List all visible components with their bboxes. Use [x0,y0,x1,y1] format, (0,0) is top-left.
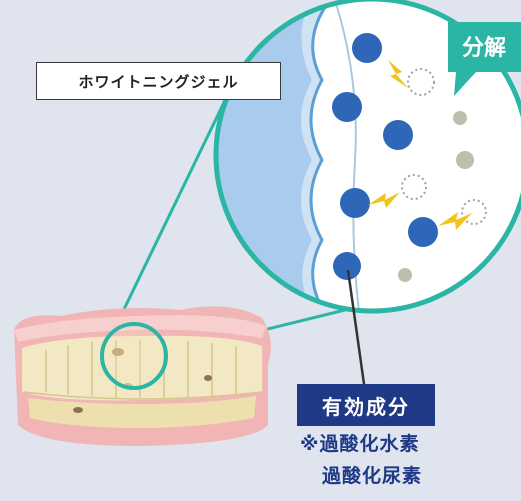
ingredient-pointer-line [346,269,366,385]
denture-illustration [14,306,271,446]
ingredient-hydrogen-peroxide: ※過酸化水素 [300,433,420,455]
decomposition-tag [448,22,521,96]
ingredient-carbamide-peroxide: 過酸化尿素 [322,465,423,487]
active-ingredient-label: 有効成分 [297,384,435,426]
connector-line-left [111,89,232,333]
whitening-gel-label: ホワイトニングジェル [36,62,281,100]
tooth-magnifier-circle [100,322,168,390]
decomposition-label: 分解 [462,36,507,61]
